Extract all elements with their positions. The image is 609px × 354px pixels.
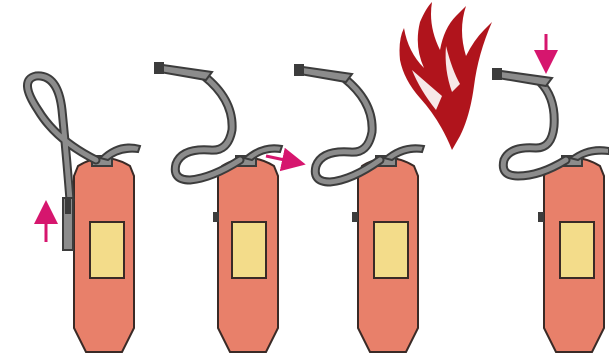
hose [175, 76, 240, 180]
nozzle-grip [492, 68, 502, 80]
nozzle [296, 66, 352, 82]
direction-arrow-icon [266, 156, 294, 162]
handle-lever [100, 145, 140, 161]
nozzle [156, 64, 212, 80]
side-clip [538, 212, 544, 222]
nozzle-grip [65, 198, 71, 214]
fire-extinguisher-icon [294, 64, 424, 352]
handle-lever [570, 147, 609, 160]
step-1-hold-nozzle [27, 76, 140, 352]
cylinder-label [90, 222, 124, 278]
cylinder-label [232, 222, 266, 278]
side-clip [213, 212, 219, 222]
hose [315, 78, 380, 182]
flame-shape [400, 2, 493, 150]
step-4-squeeze-handle [492, 34, 609, 352]
side-clip [352, 212, 358, 222]
step-2-pull-pin [154, 62, 294, 352]
step-3-aim-at-fire [294, 2, 492, 352]
fire-extinguisher-icon [27, 76, 140, 352]
cylinder-label [560, 222, 594, 278]
cylinder-label [374, 222, 408, 278]
nozzle [494, 70, 552, 86]
nozzle-grip [154, 62, 164, 74]
nozzle-grip [294, 64, 304, 76]
flame-icon [400, 2, 493, 150]
hose-outline [503, 82, 566, 176]
fire-extinguisher-icon [492, 68, 609, 352]
fire-extinguisher-icon [154, 62, 282, 352]
handle-lever [384, 145, 424, 160]
